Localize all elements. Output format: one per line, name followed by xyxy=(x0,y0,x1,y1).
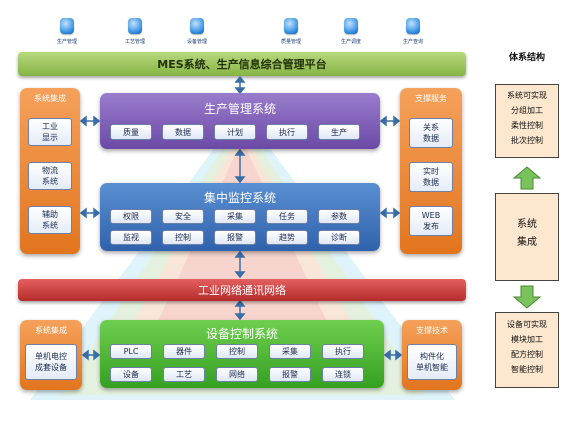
cell-production[interactable]: 生产 xyxy=(318,124,360,140)
production-management-panel: 生产管理系统 质量 数据 计划 执行 生产 xyxy=(100,93,380,149)
standalone-control-box[interactable]: 单机电控 成套设备 xyxy=(25,344,77,380)
cell-process[interactable]: 工艺 xyxy=(163,367,205,382)
logistics-system-box[interactable]: 物流 系统 xyxy=(28,162,72,190)
cell-monitor[interactable]: 监视 xyxy=(110,230,152,245)
cell-collect[interactable]: 采集 xyxy=(214,209,256,224)
top-icon-label: 质量管理 xyxy=(280,39,301,45)
cell-device-alarm[interactable]: 报警 xyxy=(269,367,311,382)
production-query-icon-2 xyxy=(406,18,420,34)
architecture-top-box: 系统可实现 分组加工 柔性控制 批次控制 xyxy=(495,84,559,158)
top-icon-item[interactable] xyxy=(126,18,144,34)
architecture-middle-box: 系统 集成 xyxy=(495,193,559,281)
cell-device-control[interactable]: 控制 xyxy=(216,344,258,359)
top-icon-item[interactable] xyxy=(404,18,422,34)
equipment-management-icon xyxy=(190,18,204,34)
cell-plc[interactable]: PLC xyxy=(110,344,152,359)
top-icon-item[interactable] xyxy=(282,18,300,34)
left-bottom-integration-panel: 系统集成 单机电控 成套设备 xyxy=(20,320,82,390)
arch-top-line: 系统可实现 xyxy=(507,91,547,100)
cell-control[interactable]: 控制 xyxy=(162,230,204,245)
cell-diagnosis[interactable]: 诊断 xyxy=(318,230,360,245)
top-icon-item[interactable] xyxy=(188,18,206,34)
auxiliary-system-box[interactable]: 辅助 系统 xyxy=(28,206,72,234)
panel-title: 生产管理系统 xyxy=(203,102,276,116)
relational-data-box[interactable]: 关系 数据 xyxy=(409,118,453,148)
production-query-icon xyxy=(344,18,358,34)
right-bottom-support-tech-panel: 支撑技术 构件化 单机智能 xyxy=(402,320,462,390)
arch-top-line: 批次控制 xyxy=(511,136,543,145)
cell-device-collect[interactable]: 采集 xyxy=(269,344,311,359)
production-status-icon xyxy=(60,18,74,34)
cell-permission[interactable]: 权限 xyxy=(110,209,152,224)
cell-alarm[interactable]: 报警 xyxy=(214,230,256,245)
top-icon-label: 生产调度 xyxy=(340,39,361,45)
top-icon-item[interactable] xyxy=(342,18,360,34)
panel-title: 集中监控系统 xyxy=(203,191,276,205)
architecture-bottom-box: 设备可实现 模块加工 配方控制 智能控制 xyxy=(495,312,559,388)
cell-execute[interactable]: 执行 xyxy=(266,124,308,140)
arch-bottom-line: 智能控制 xyxy=(511,365,543,374)
component-intelligence-box[interactable]: 构件化 单机智能 xyxy=(407,344,457,380)
top-icon-label: 工艺管理 xyxy=(124,39,145,45)
left-system-integration-panel: 系统集成 工业 显示 物流 系统 辅助 系统 xyxy=(20,88,80,254)
arch-mid-line: 系统 xyxy=(517,219,537,230)
right-support-service-panel: 支撑服务 关系 数据 实时 数据 WEB 发布 xyxy=(400,88,462,254)
cell-data[interactable]: 数据 xyxy=(162,124,204,140)
cell-device-execute[interactable]: 执行 xyxy=(322,344,364,359)
web-publish-box[interactable]: WEB 发布 xyxy=(409,206,453,236)
down-arrow-icon xyxy=(512,285,542,309)
arch-mid-line: 集成 xyxy=(517,237,537,248)
central-monitoring-panel: 集中监控系统 权限 安全 采集 任务 参数 监视 控制 报警 趋势 诊断 xyxy=(100,183,380,251)
industrial-network-bar[interactable]: 工业网络通讯网络 xyxy=(18,279,466,301)
panel-title: 系统集成 xyxy=(34,94,66,103)
arch-bottom-line: 配方控制 xyxy=(511,350,543,359)
cell-equipment[interactable]: 设备 xyxy=(110,367,152,382)
cell-plan[interactable]: 计划 xyxy=(214,124,256,140)
realtime-data-box[interactable]: 实时 数据 xyxy=(409,162,453,192)
cell-quality[interactable]: 质量 xyxy=(110,124,152,140)
cell-task[interactable]: 任务 xyxy=(266,209,308,224)
arch-bottom-line: 设备可实现 xyxy=(507,320,547,329)
architecture-title: 体系结构 xyxy=(508,53,545,63)
quality-management-icon xyxy=(284,18,298,34)
up-arrow-icon xyxy=(512,166,542,190)
panel-title: 系统集成 xyxy=(35,326,67,335)
cell-network[interactable]: 网络 xyxy=(216,367,258,382)
cell-component[interactable]: 器件 xyxy=(163,344,205,359)
device-control-panel: 设备控制系统 PLC 器件 控制 采集 执行 设备 工艺 网络 报警 连锁 xyxy=(100,320,384,388)
cell-parameter[interactable]: 参数 xyxy=(318,209,360,224)
arch-top-line: 分组加工 xyxy=(511,106,543,115)
arch-bottom-line: 模块加工 xyxy=(511,335,543,344)
cell-security[interactable]: 安全 xyxy=(162,209,204,224)
top-icon-label: 设备管理 xyxy=(186,39,207,45)
panel-title: 支撑服务 xyxy=(415,94,447,103)
panel-title: 支撑技术 xyxy=(416,326,448,335)
mes-platform-bar[interactable]: MES系统、生产信息综合管理平台 xyxy=(18,52,466,76)
top-icon-label: 生产管理 xyxy=(56,39,77,45)
cell-interlock[interactable]: 连锁 xyxy=(322,367,364,382)
panel-title: 设备控制系统 xyxy=(205,327,278,341)
top-icon-label: 生产查询 xyxy=(402,39,423,45)
arch-top-line: 柔性控制 xyxy=(511,121,543,130)
top-icon-item[interactable] xyxy=(58,18,76,34)
industrial-display-box[interactable]: 工业 显示 xyxy=(28,118,72,146)
process-management-icon xyxy=(128,18,142,34)
cell-trend[interactable]: 趋势 xyxy=(266,230,308,245)
